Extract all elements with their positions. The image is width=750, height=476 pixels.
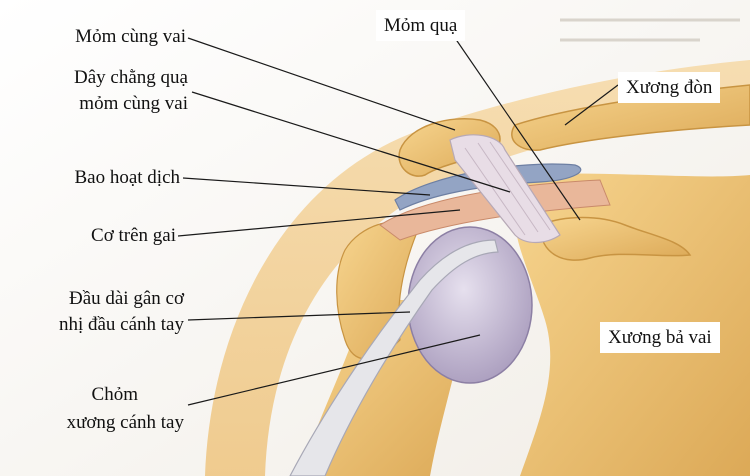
label-biceps-tendon-line2: nhị đầu cánh tay — [58, 314, 184, 335]
leader-clavicle — [564, 84, 619, 126]
label-scapula: Xương bả vai — [600, 322, 720, 353]
leader-lines — [177, 37, 619, 406]
leader-acromion — [187, 37, 456, 131]
label-biceps-tendon-line1: Đầu dài gân cơ — [68, 288, 184, 309]
label-humeral-head-line2: xương cánh tay — [66, 412, 184, 433]
label-coracoid: Mỏm quạ — [376, 10, 466, 41]
coracoacromial-ligament-shape — [449, 134, 561, 244]
coracoid-shape — [539, 216, 692, 261]
ligament-fibers — [464, 141, 551, 236]
leader-coracoacromial-ligament — [191, 91, 511, 193]
label-acromion: Mỏm cùng vai — [75, 26, 186, 47]
label-supraspinatus: Cơ trên gai — [91, 225, 176, 246]
label-humeral-head-line1: Chỏm — [91, 384, 138, 405]
label-coracoacromial-ligament-line1: Dây chằng quạ — [74, 67, 188, 88]
biceps-tendon-shape — [289, 239, 499, 476]
leader-bursa — [182, 177, 431, 196]
leader-supraspinatus — [177, 209, 461, 237]
leader-humeral-head — [187, 334, 481, 406]
leader-biceps-tendon — [187, 311, 411, 321]
leader-coracoid — [454, 37, 581, 221]
label-bursa: Bao hoạt dịch — [74, 167, 180, 188]
label-clavicle: Xương đòn — [618, 72, 721, 103]
label-coracoacromial-ligament-line2: mỏm cùng vai — [79, 93, 188, 114]
